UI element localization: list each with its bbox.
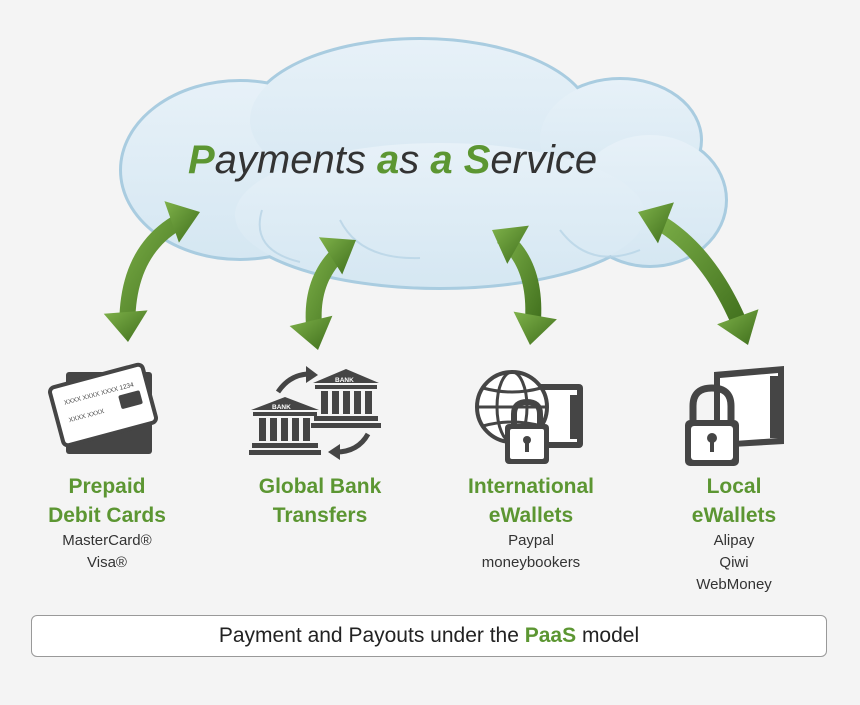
footer-text: Payment and Payouts under the <box>218 624 525 647</box>
item-local-ewallets: Local eWallets Alipay Qiwi WebMoney <box>634 472 834 596</box>
item-sub: Visa® <box>87 554 127 571</box>
arrow-shaft-2 <box>305 241 351 337</box>
title-word-3: a <box>430 138 453 182</box>
bank-label-right: BANK <box>335 377 354 384</box>
item-heading: eWallets <box>691 504 777 527</box>
title-word-1: ayments <box>214 138 366 182</box>
wallet-lock-icon <box>685 366 784 466</box>
arrowhead-4-bottom <box>717 309 759 345</box>
arrow-shaft-4 <box>648 211 748 328</box>
arrow-shaft-3 <box>497 230 542 330</box>
item-heading: Local <box>706 475 762 498</box>
arrows <box>103 201 759 350</box>
footer-text-end: model <box>576 624 640 647</box>
arrowhead-1-bottom <box>103 310 148 342</box>
item-heading: Global Bank <box>258 475 382 498</box>
item-sub: WebMoney <box>696 576 772 593</box>
title-s: S <box>463 138 491 182</box>
item-international-ewallets: International eWallets Paypal moneybooke… <box>431 472 631 574</box>
footer-caption: Payment and Payouts under the PaaS model <box>31 615 827 657</box>
diagram-title: Payments as a Service <box>188 138 597 183</box>
arrowhead-1-top <box>164 201 200 243</box>
item-sub: MasterCard® <box>62 532 152 549</box>
item-heading: Prepaid <box>68 475 146 498</box>
item-heading: eWallets <box>488 504 574 527</box>
bank-transfer-icon: BANK BANK <box>249 366 381 460</box>
arrow-shaft-1 <box>119 211 189 323</box>
arrowhead-3-bottom <box>513 311 557 345</box>
title-p: P <box>188 138 215 182</box>
item-prepaid-debit-cards: Prepaid Debit Cards MasterCard® Visa® <box>7 472 207 574</box>
item-sub: Qiwi <box>719 554 749 571</box>
item-heading: Debit Cards <box>48 504 166 527</box>
item-sub: Alipay <box>713 532 755 549</box>
item-sub: Paypal <box>508 532 554 549</box>
title-word-2: s <box>399 138 420 182</box>
title-word-4: ervice <box>490 138 598 182</box>
item-heading: Transfers <box>272 504 368 527</box>
item-global-bank-transfers: Global Bank Transfers <box>220 472 420 530</box>
globe-wallet-lock-icon <box>475 370 583 464</box>
arrowhead-2-top <box>318 237 356 275</box>
arrowhead-3-top <box>492 225 529 264</box>
footer-paas: PaaS <box>524 624 577 647</box>
arrowhead-2-bottom <box>289 315 333 350</box>
title-a-initial: a <box>376 138 400 182</box>
item-sub: moneybookers <box>481 554 581 571</box>
arrowhead-4-top <box>638 202 674 244</box>
item-heading: International <box>467 475 594 498</box>
bank-label-left: BANK <box>272 404 291 411</box>
credit-card-icon: XXXX XXXX XXXX 1234 XXXX XXXX <box>47 362 159 454</box>
